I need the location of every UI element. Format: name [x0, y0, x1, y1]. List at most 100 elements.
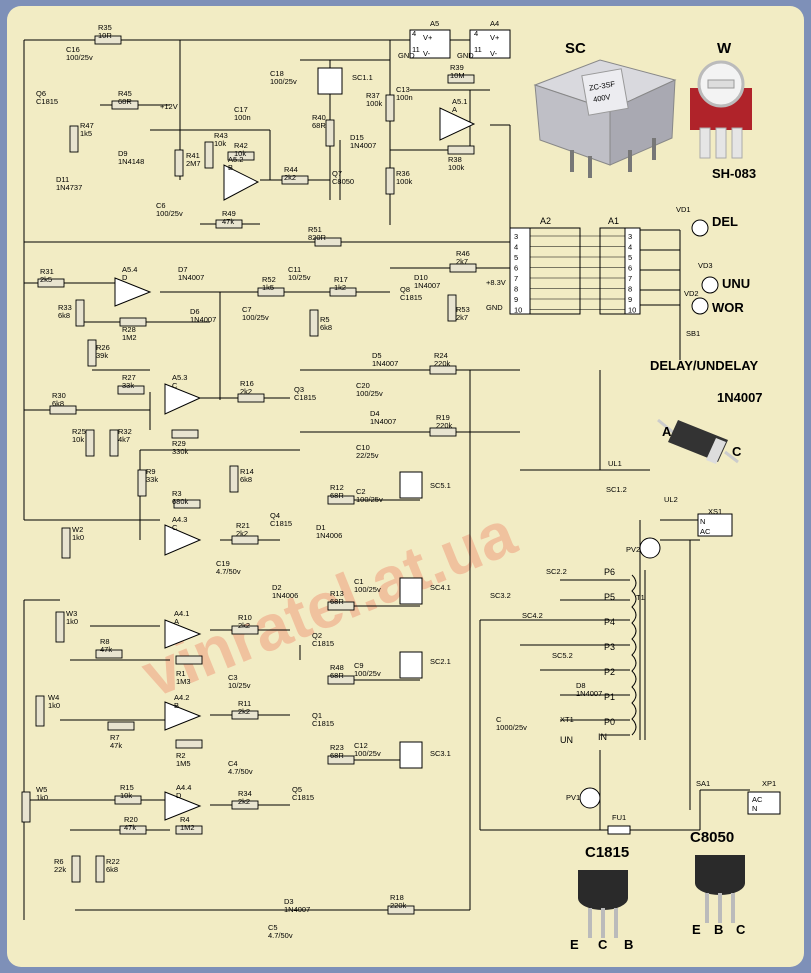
component-ref: R38 — [448, 155, 462, 164]
component-ref: R16 — [240, 379, 254, 388]
diode-title: 1N4007 — [717, 390, 763, 405]
relay-photo: SC ZC-3SF 400V — [533, 40, 677, 178]
component-ref: SC1.2 — [606, 485, 627, 494]
connector-a1-pin: 4 — [628, 243, 632, 252]
opamp-a5-4 — [114, 277, 152, 307]
component-value: 6k8 — [52, 399, 64, 408]
component-ref: R28 — [122, 325, 136, 334]
svg-text:GND: GND — [398, 51, 415, 60]
component-ref: D9 — [118, 149, 128, 158]
component-value: 1M3 — [176, 677, 191, 686]
component-ref: D11 — [56, 175, 69, 184]
component-ref: C3 — [228, 673, 238, 682]
transistor-c1815-photo: C1815 E C B — [570, 844, 633, 952]
connector-a2-pin: 7 — [514, 274, 518, 283]
component-value: 22k — [54, 865, 66, 874]
component-value: 39k — [96, 351, 108, 360]
component-ref: UL2 — [664, 495, 678, 504]
component-ref: C — [496, 715, 502, 724]
tap-label: P1 — [604, 692, 615, 702]
opamp-a4-3 — [164, 524, 202, 556]
component-value: 4.7/50v — [228, 767, 253, 776]
component-value: 1N4007 — [414, 281, 440, 290]
component-value: B — [174, 701, 179, 710]
component-ref: D10 — [414, 273, 428, 282]
svg-text:B: B — [624, 937, 633, 952]
component-ref: SC3.1 — [430, 749, 451, 758]
led-vd1 — [691, 219, 709, 237]
component-ref: D15 — [350, 133, 364, 142]
component-ref: C1 — [354, 577, 364, 586]
connector-a1-pin: 10 — [628, 306, 636, 315]
component-ref: R49 — [222, 209, 236, 218]
component-value: 100/25v — [156, 209, 183, 218]
svg-text:11: 11 — [412, 45, 420, 54]
component-ref: R15 — [120, 783, 134, 792]
ic-a4-power — [469, 29, 511, 59]
svg-text:C: C — [732, 444, 742, 459]
component-ref: D8 — [576, 681, 586, 690]
led-vd2 — [691, 297, 709, 315]
component-ref: R3 — [172, 489, 182, 498]
component-value: C1815 — [312, 719, 334, 728]
component-value: 10k — [120, 791, 132, 800]
component-ref: Q3 — [294, 385, 304, 394]
component-value: 220k — [390, 901, 407, 910]
component-value: 1N4007 — [372, 359, 398, 368]
svg-text:C: C — [736, 922, 746, 937]
component-value: A — [452, 105, 457, 114]
component-ref: D3 — [284, 897, 294, 906]
component-value: 33k — [122, 381, 134, 390]
svg-text:DELAY/UNDELAY: DELAY/UNDELAY — [650, 358, 758, 373]
svg-text:11: 11 — [474, 45, 482, 54]
component-ref: R41 — [186, 151, 200, 160]
component-ref: C19 — [216, 559, 230, 568]
component-ref: R51 — [308, 225, 322, 234]
component-value: 1N4148 — [118, 157, 144, 166]
connector-a1-label: A1 — [608, 216, 619, 226]
component-ref: R45 — [118, 89, 132, 98]
trimmer-title: W — [717, 40, 732, 57]
component-value: 2k2 — [284, 173, 296, 182]
component-value: 10k — [214, 139, 226, 148]
component-value: D — [122, 273, 128, 282]
component-value: 68R — [330, 597, 344, 606]
component-ref: A5 — [430, 19, 439, 28]
component-value: 1M2 — [180, 823, 195, 832]
component-ref: R24 — [434, 351, 448, 360]
component-value: C — [172, 523, 178, 532]
diode-photo: 1N4007 A C — [657, 390, 763, 464]
component-ref: R53 — [456, 305, 470, 314]
component-value: C1815 — [312, 639, 334, 648]
component-value: 2k7 — [456, 257, 468, 266]
component-ref: FU1 — [612, 813, 626, 822]
component-value: 68R — [330, 671, 344, 680]
component-ref: XS1 — [708, 507, 722, 516]
component-ref: C11 — [288, 265, 301, 274]
component-value: 100k — [366, 99, 383, 108]
component-value: B — [228, 163, 233, 172]
component-value: C — [172, 381, 178, 390]
component-value: D — [176, 791, 182, 800]
component-ref: Q8 — [400, 285, 410, 294]
component-ref: R52 — [262, 275, 276, 284]
component-ref: W4 — [48, 693, 59, 702]
component-value: 1N4007 — [178, 273, 204, 282]
component-ref: SC5.2 — [552, 651, 573, 660]
svg-text:V+: V+ — [490, 33, 500, 42]
svg-text:VD1: VD1 — [676, 205, 691, 214]
net-labels: V+ V- V+ V- 11 11 4 4 +12V +8.3V GND GND… — [160, 29, 763, 813]
component-value: 1N4006 — [272, 591, 298, 600]
tap-label: P3 — [604, 642, 615, 652]
component-ref: D5 — [372, 351, 382, 360]
svg-text:AC: AC — [752, 795, 763, 804]
component-value: C8050 — [332, 177, 354, 186]
svg-text:A: A — [662, 424, 672, 439]
component-value: 10M — [450, 71, 465, 80]
component-value: 47k — [124, 823, 136, 832]
component-value: 1k2 — [334, 283, 346, 292]
tap-label: P2 — [604, 667, 615, 677]
voltmeter-pv1 — [579, 787, 601, 809]
component-value: 330k — [172, 447, 189, 456]
